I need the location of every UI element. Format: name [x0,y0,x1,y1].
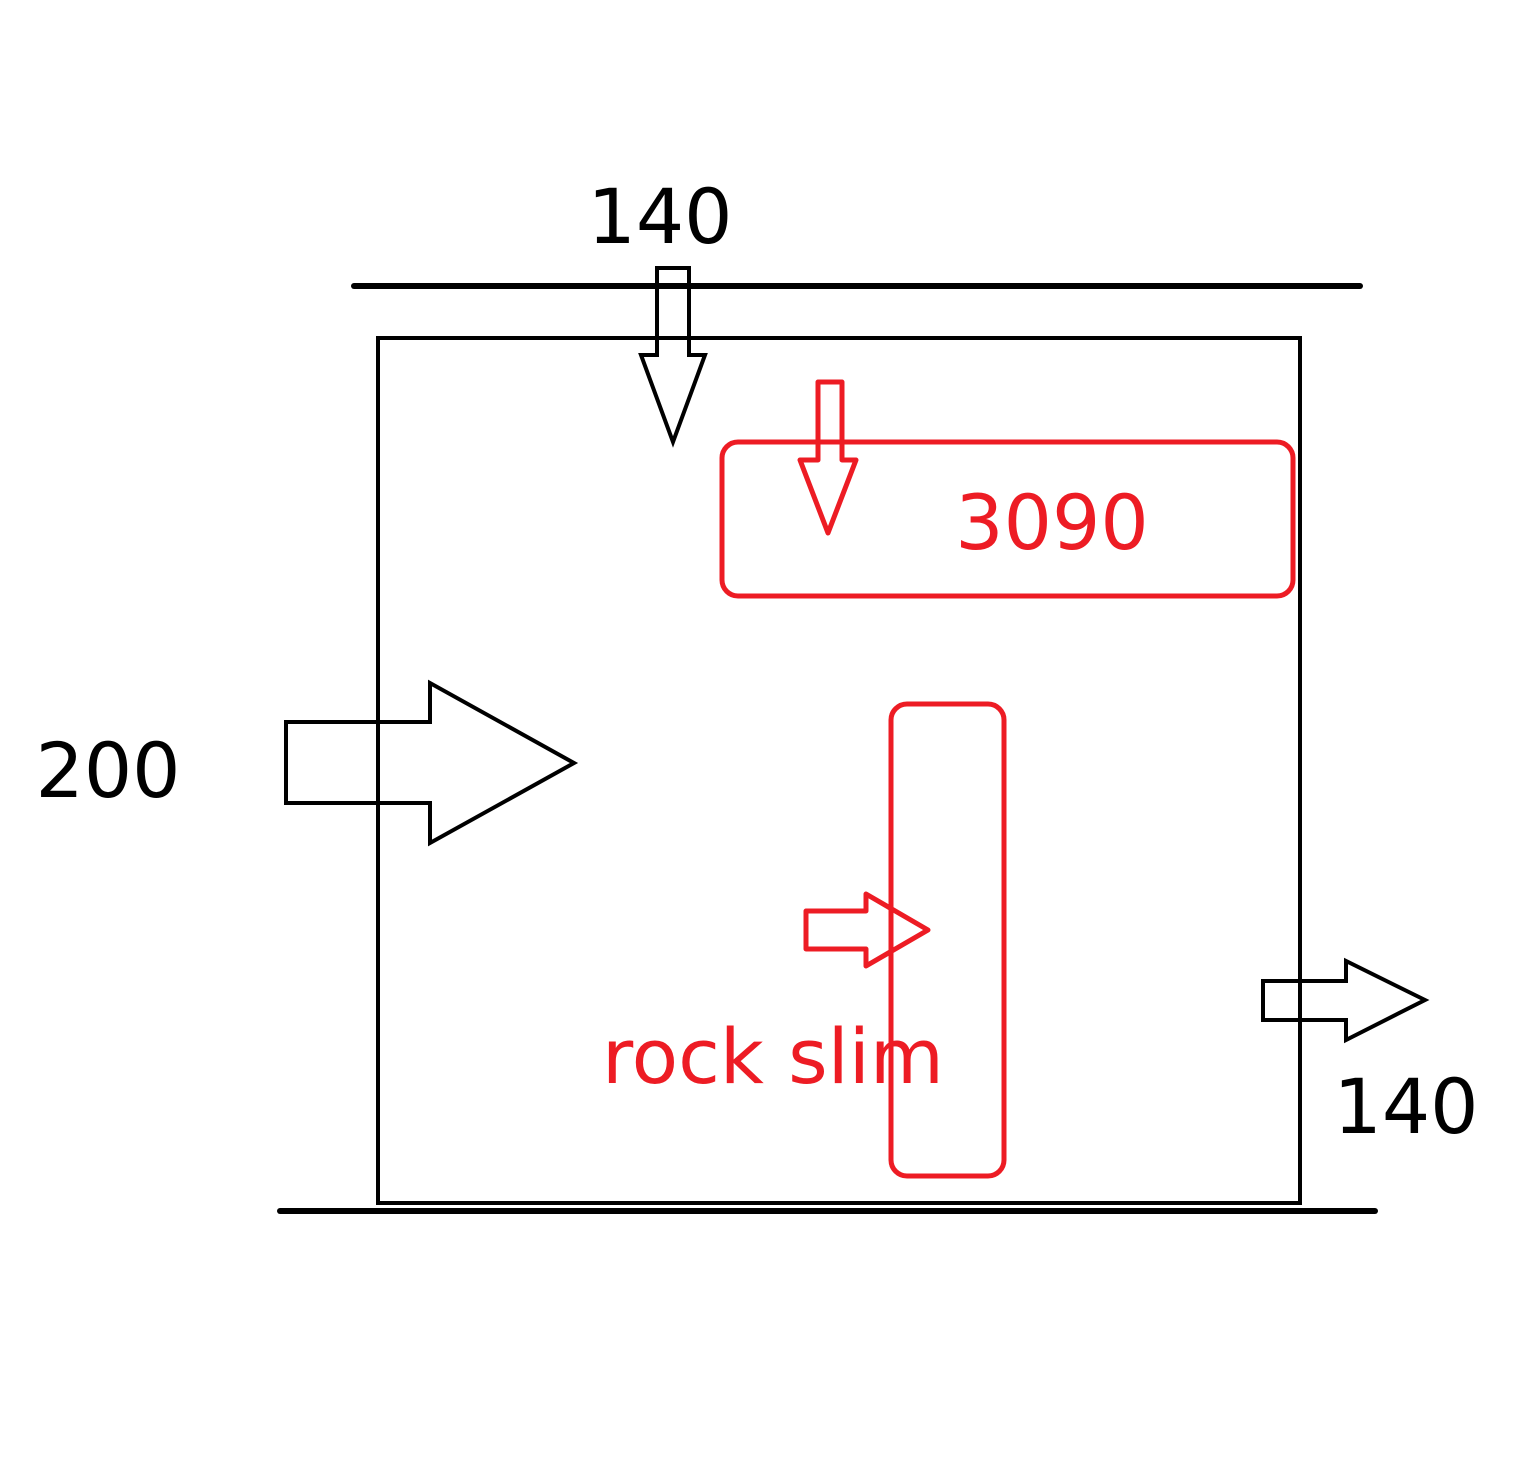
top-intake-arrow [638,266,708,448]
front-intake-arrow [284,679,579,847]
gpu-label: 3090 [955,478,1148,567]
cpu-cooler-label: rock slim [602,1012,944,1101]
gpu-airflow-arrow [797,379,859,536]
cpu-cooler-box [888,701,1007,1179]
cpu-cooler-airflow-arrow [803,891,931,969]
front-intake-label: 200 [35,726,180,815]
rear-exhaust-label: 140 [1333,1062,1478,1151]
gpu-box [719,439,1296,599]
top-intake-label: 140 [587,172,732,261]
rear-exhaust-arrow [1261,957,1430,1044]
